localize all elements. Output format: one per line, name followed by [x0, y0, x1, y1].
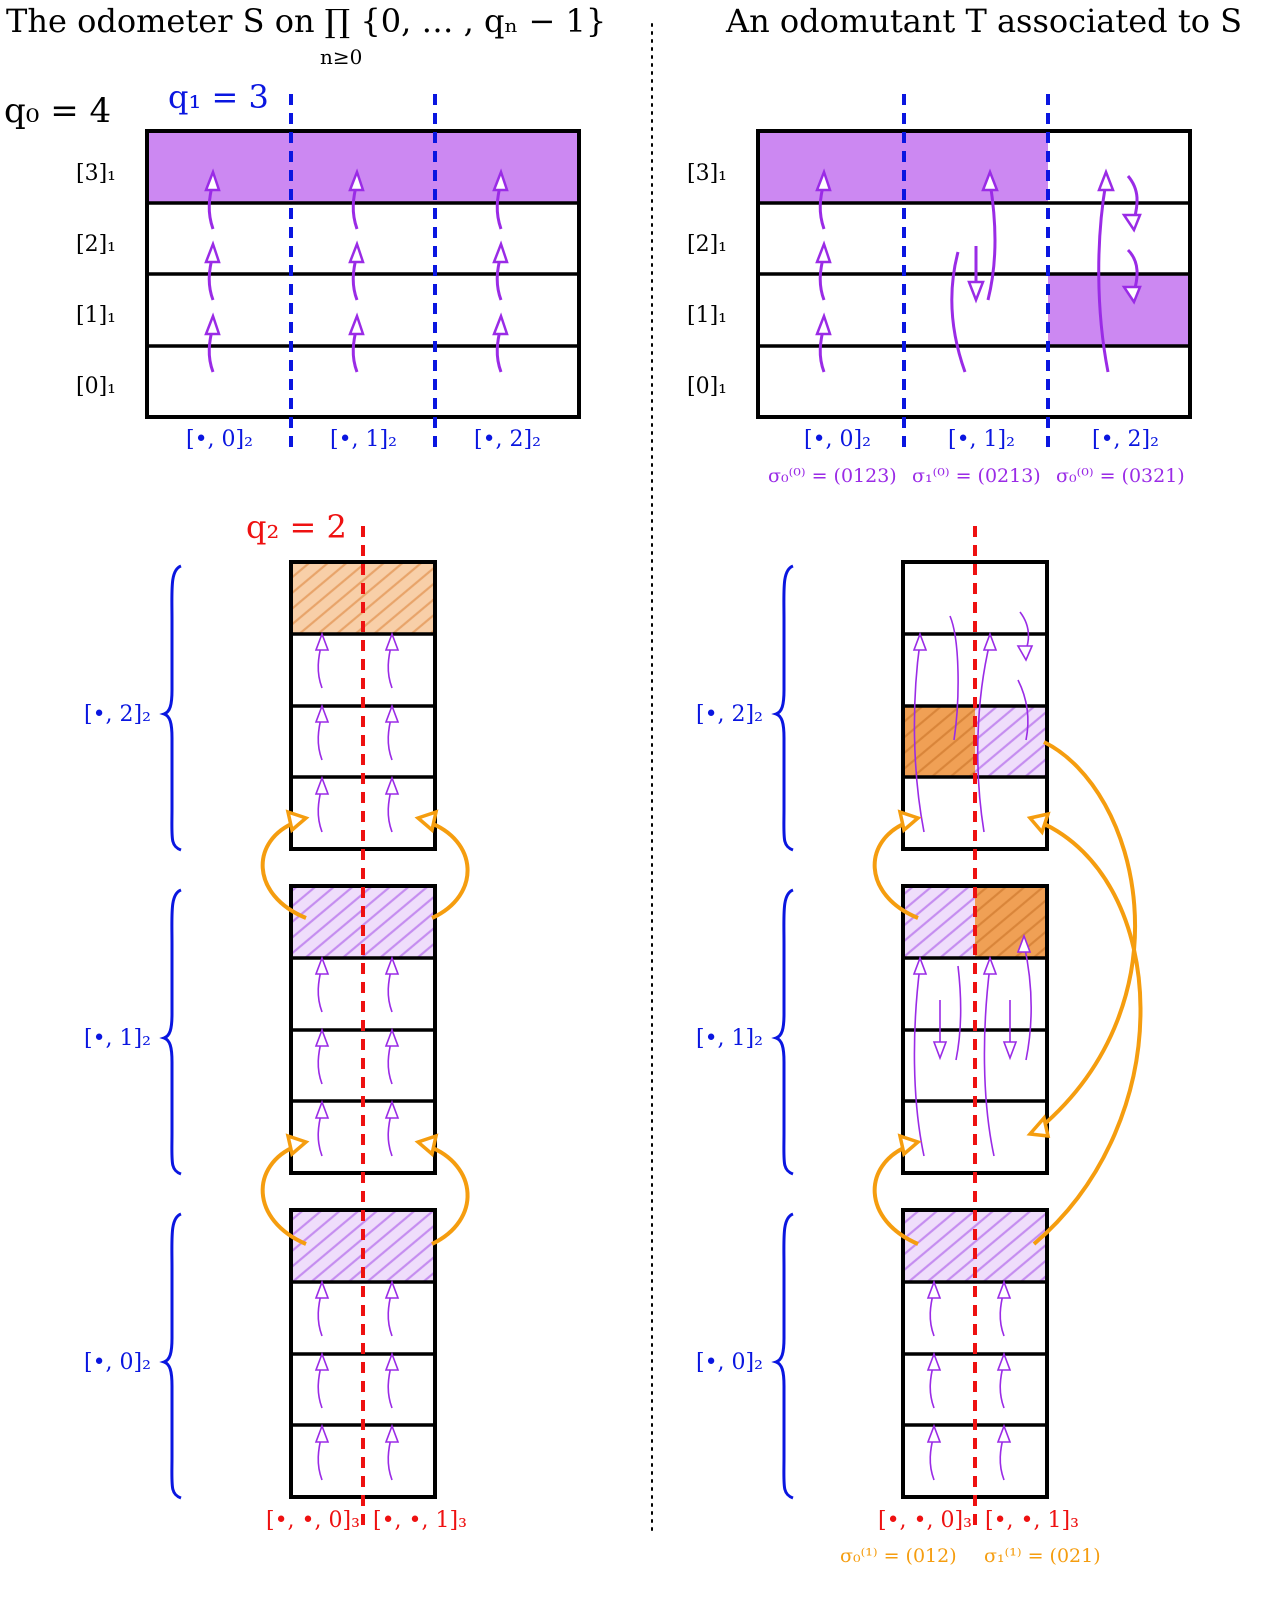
level-label: [2]₁ — [687, 232, 727, 257]
right-title: An odomutant T associated to S — [725, 2, 1242, 40]
level-label: [0]₁ — [687, 374, 727, 399]
odometer-level2-diagram: q₂ = 2 [•, 2]₂ [•, 1]₂ [•, 0]₂ [•, •, 0]… — [84, 508, 470, 1533]
brace — [159, 564, 182, 1500]
hatched-cell — [975, 886, 1047, 958]
permutation-label: σ₁⁽¹⁾ = (021) — [984, 1545, 1101, 1567]
level-label: [3]₁ — [687, 161, 727, 186]
block-label: [•, 2]₂ — [84, 702, 151, 727]
level-label: [2]₁ — [76, 232, 116, 257]
level-label: [3]₁ — [76, 161, 116, 186]
left-title: The odometer S on ∏ {0, … , qₙ − 1} — [6, 2, 606, 40]
column-label: [•, 0]₂ — [186, 427, 253, 452]
level-label: [0]₁ — [76, 374, 116, 399]
odomutant-level2-diagram: [•, 2]₂ [•, 1]₂ [•, 0]₂ [•, •, 0]₃ [•, •… — [696, 526, 1143, 1567]
level-label: [1]₁ — [76, 303, 116, 328]
column-label: [•, 2]₂ — [1092, 427, 1159, 452]
q1-label: q₁ = 3 — [168, 78, 269, 116]
stack-column-label: [•, •, 1]₃ — [373, 1508, 467, 1533]
q2-label: q₂ = 2 — [246, 508, 347, 546]
stack-column-label: [•, •, 0]₃ — [266, 1508, 360, 1533]
block-transition-arrows — [872, 740, 1143, 1246]
odometer-level1-diagram: q₀ = 4 q₁ = 3 [3]₁ [2]₁ [1]₁ [0]₁ [•, 0]… — [4, 78, 581, 454]
left-title-subscript: n≥0 — [320, 45, 362, 69]
permutation-arrows — [815, 168, 1142, 373]
q0-label: q₀ = 4 — [4, 91, 111, 131]
stack-column-label: [•, •, 1]₃ — [985, 1508, 1079, 1533]
hatched-cell — [903, 886, 975, 958]
permutation-label: σ₀⁽¹⁾ = (012) — [840, 1545, 957, 1567]
block-label: [•, 1]₂ — [696, 1026, 763, 1051]
hatched-cell — [975, 706, 1047, 777]
block-label: [•, 2]₂ — [696, 702, 763, 727]
permutation-label: σ₀⁽⁰⁾ = (0123) — [768, 465, 897, 487]
column-label: [•, 0]₂ — [804, 427, 871, 452]
permutation-label: σ₁⁽⁰⁾ = (0213) — [912, 465, 1041, 487]
stack-column-label: [•, •, 0]₃ — [878, 1508, 972, 1533]
block-label: [•, 0]₂ — [696, 1350, 763, 1375]
shift-arrows — [314, 631, 400, 1481]
block-transition-arrows — [260, 809, 470, 1246]
column-label: [•, 2]₂ — [474, 427, 541, 452]
odomutant-level1-diagram: [3]₁ [2]₁ [1]₁ [0]₁ [•, 0]₂ [•, 1]₂ [•, … — [687, 94, 1192, 487]
block-label: [•, 0]₂ — [84, 1350, 151, 1375]
column-label: [•, 1]₂ — [948, 427, 1015, 452]
level-label: [1]₁ — [687, 303, 727, 328]
permutation-label: σ₀⁽⁰⁾ = (0321) — [1056, 465, 1185, 487]
permutation-arrows — [912, 611, 1034, 1481]
brace — [771, 564, 794, 1500]
column-label: [•, 1]₂ — [330, 427, 397, 452]
block-label: [•, 1]₂ — [84, 1026, 151, 1051]
top-level-fill — [1048, 274, 1190, 346]
shift-arrows — [204, 168, 509, 373]
